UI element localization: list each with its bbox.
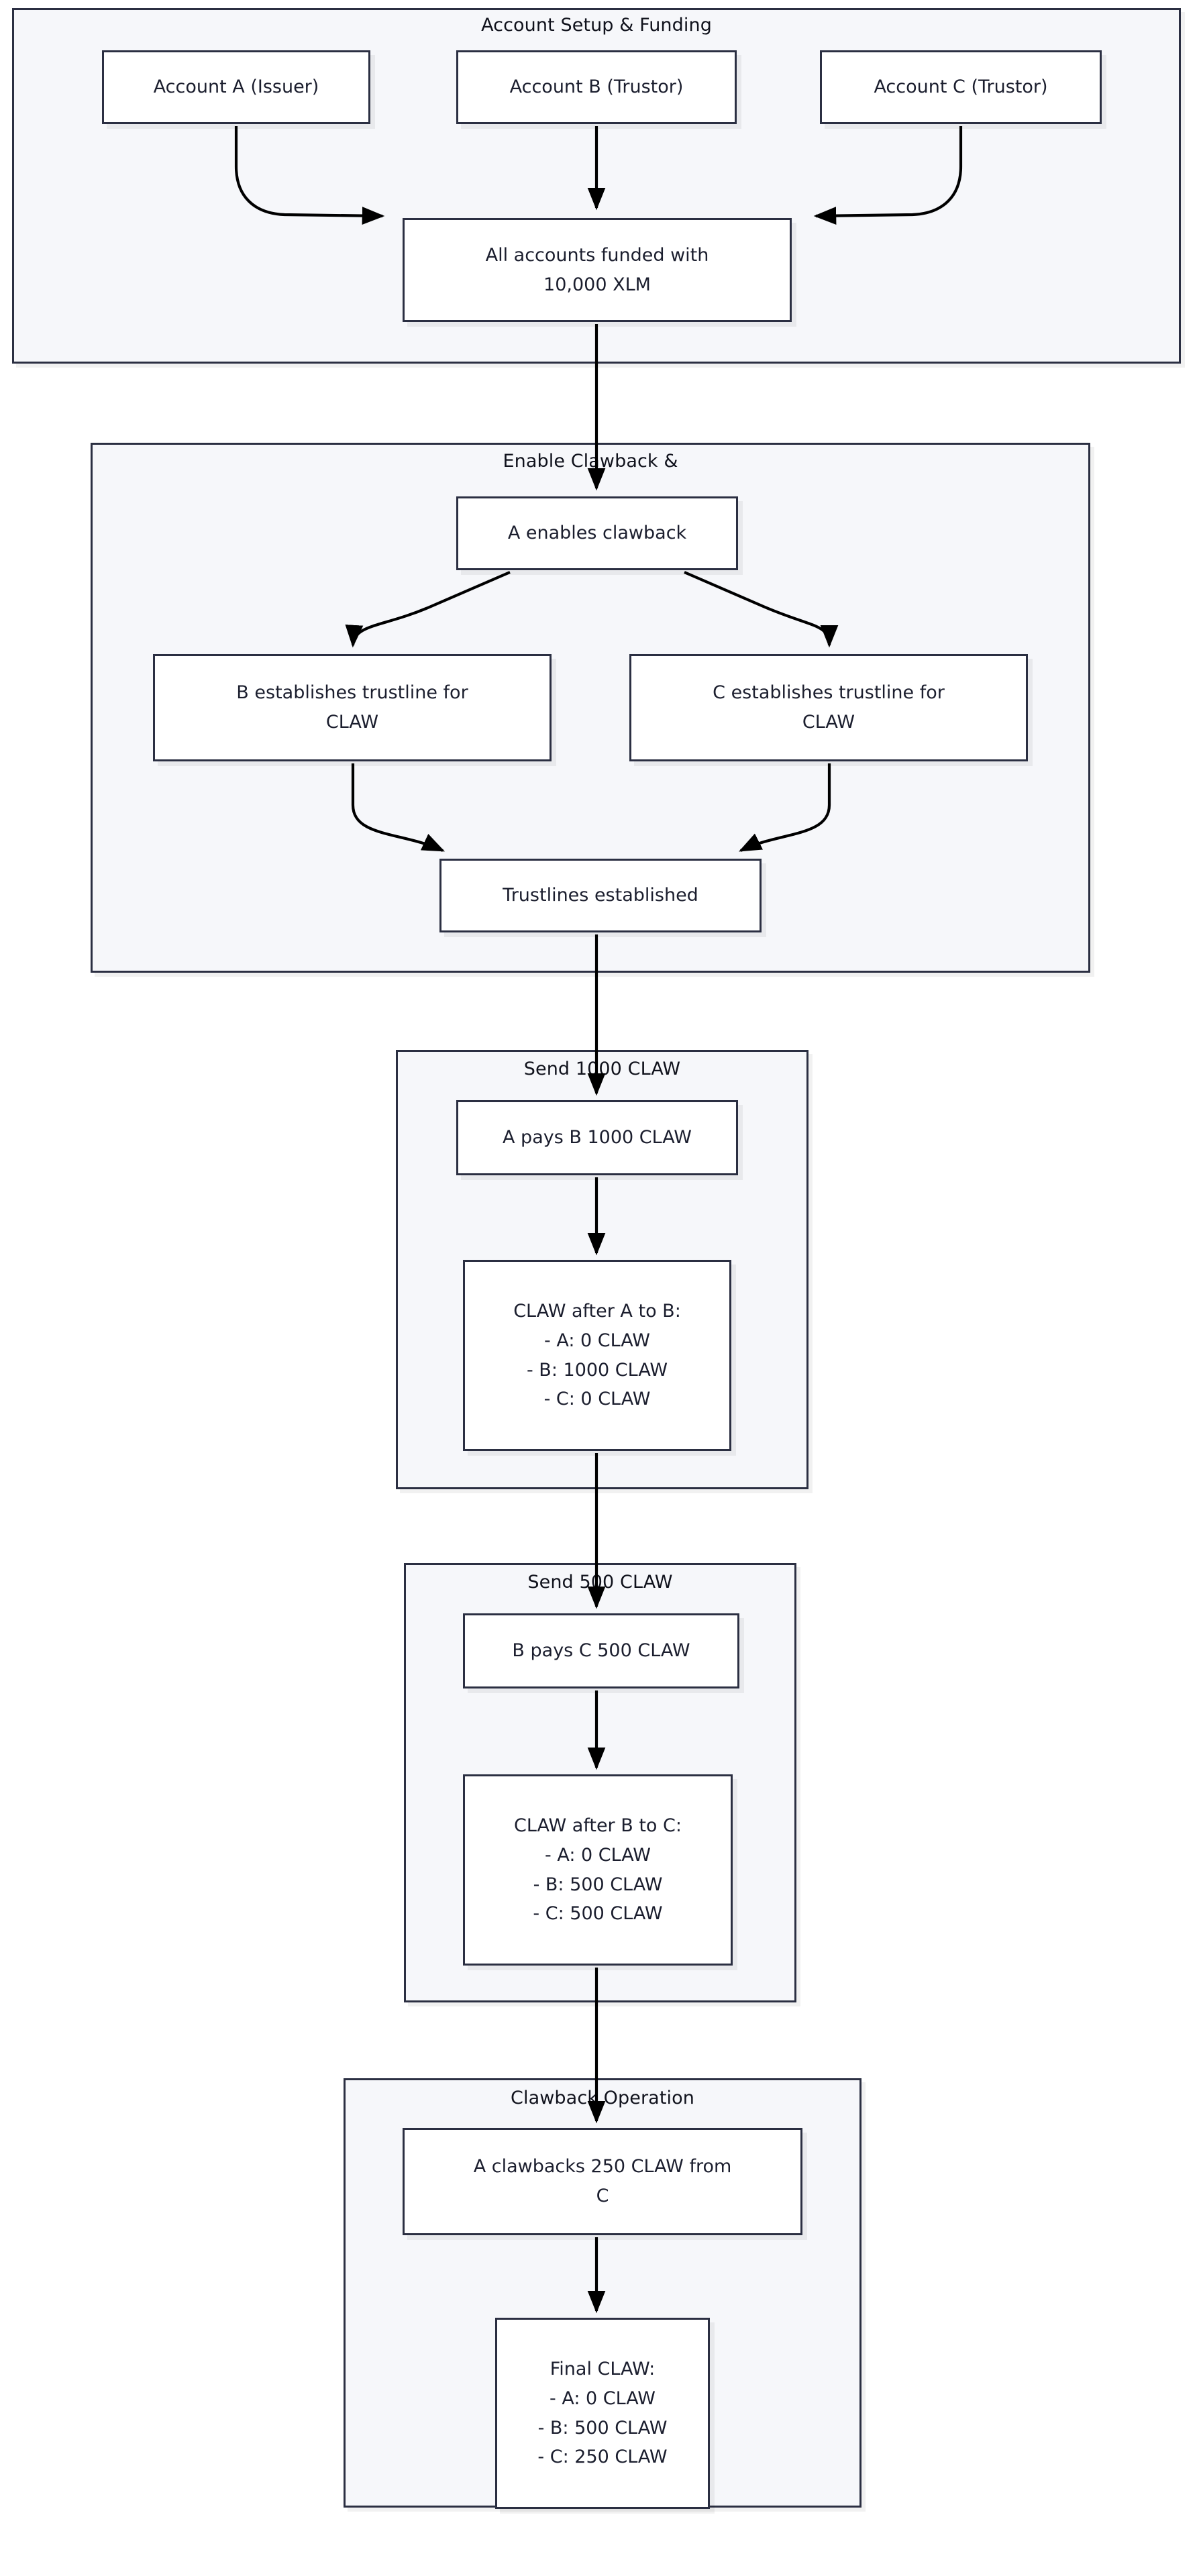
node-label: Account A (Issuer) [153,76,319,98]
node-trustlines-established[interactable]: Trustlines established [439,859,762,932]
subgraph-title-account-setup: Account Setup & Funding [481,15,712,36]
node-balances-after-a-to-b[interactable]: CLAW after A to B: - A: 0 CLAW - B: 1000… [463,1260,731,1451]
node-label: B pays C 500 CLAW [512,1640,690,1662]
node-b-establishes-trustline[interactable]: B establishes trustline for CLAW [153,654,552,761]
node-all-accounts-funded[interactable]: All accounts funded with 10,000 XLM [403,218,792,322]
node-label: CLAW after B to C: - A: 0 CLAW - B: 500 … [514,1815,682,1925]
node-account-c[interactable]: Account C (Trustor) [820,50,1102,124]
node-label: Trustlines established [503,885,698,906]
node-label: A pays B 1000 CLAW [503,1127,692,1148]
node-label: All accounts funded with 10,000 XLM [485,244,709,295]
node-label: C establishes trustline for CLAW [713,682,945,733]
node-label: Final CLAW: - A: 0 CLAW - B: 500 CLAW - … [537,2359,668,2468]
node-a-pays-b-1000[interactable]: A pays B 1000 CLAW [456,1100,738,1175]
subgraph-title-enable-clawback: Enable Clawback & [503,451,678,472]
node-account-b[interactable]: Account B (Trustor) [456,50,737,124]
node-final-balances[interactable]: Final CLAW: - A: 0 CLAW - B: 500 CLAW - … [495,2318,710,2509]
node-label: A enables clawback [507,523,687,544]
subgraph-title-send-1000-claw: Send 1000 CLAW [523,1059,681,1079]
node-label: CLAW after A to B: - A: 0 CLAW - B: 1000… [513,1301,681,1410]
node-a-clawbacks-250[interactable]: A clawbacks 250 CLAW from C [403,2128,802,2235]
node-label: Account C (Trustor) [874,76,1048,98]
subgraph-title-clawback-operation: Clawback Operation [511,2088,694,2108]
node-label: Account B (Trustor) [509,76,684,98]
subgraph-title-send-500-claw: Send 500 CLAW [527,1572,673,1593]
node-a-enables-clawback[interactable]: A enables clawback [456,496,738,570]
node-account-a[interactable]: Account A (Issuer) [102,50,370,124]
node-label: B establishes trustline for CLAW [236,682,468,733]
node-c-establishes-trustline[interactable]: C establishes trustline for CLAW [629,654,1028,761]
node-label: A clawbacks 250 CLAW from C [473,2156,732,2206]
node-b-pays-c-500[interactable]: B pays C 500 CLAW [463,1613,739,1688]
node-balances-after-b-to-c[interactable]: CLAW after B to C: - A: 0 CLAW - B: 500 … [463,1774,733,1966]
